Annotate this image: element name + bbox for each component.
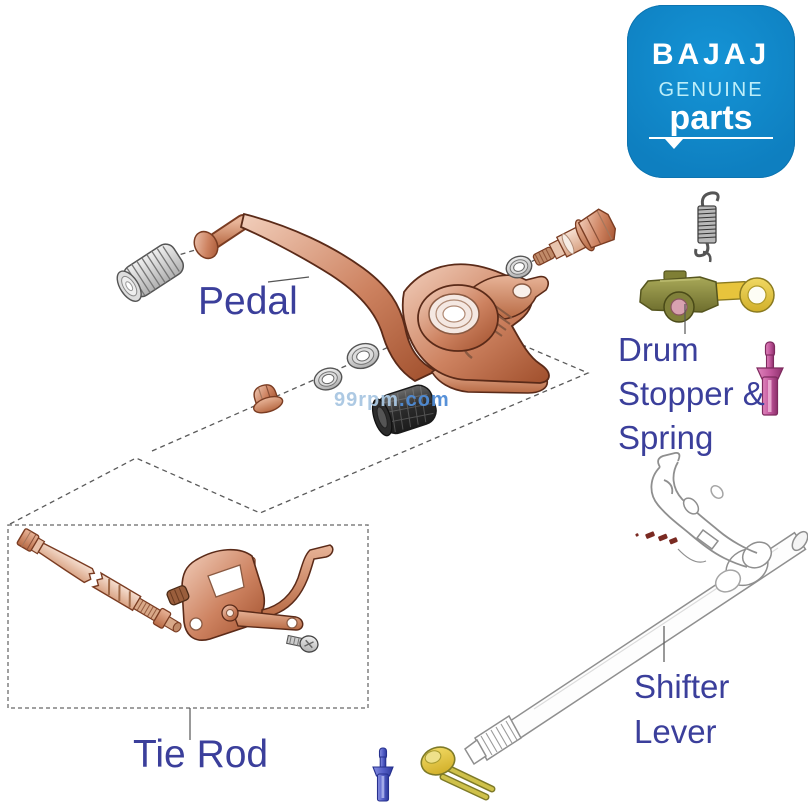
leader-lines [189,276,686,740]
logo-underline [649,137,773,139]
rubber-grip-part [116,243,185,302]
red-marks [635,531,678,545]
logo-parts-text: parts [669,99,753,137]
watermark-prefix: 99rpm [334,389,400,411]
logo-brand-text: BAJAJ [651,38,771,71]
tie-rod-boundary-box [7,524,369,709]
logo-arrow-down-icon [665,139,683,149]
drum-stopper-spring-label: Drum Stopper & Spring [618,328,765,460]
pivot-bolt-part [532,208,617,266]
yellow-clip-part [420,746,496,801]
shifter-lever-label: Shifter Lever [634,664,729,754]
tie-rod-part [16,528,182,633]
pivot-bracket-part [401,263,550,384]
logo-genuine-text: GENUINE [658,79,764,101]
washer-upper [505,255,533,279]
drum-stopper-label-line3: Spring [618,419,714,456]
shifter-label-line1: Shifter [634,668,730,705]
blue-adjuster-part [372,747,394,802]
washers-and-nut [253,255,533,414]
flange-nut [253,384,284,414]
bajaj-genuine-parts-logo: BAJAJ GENUINE parts [627,5,795,178]
watermark-suffix: .com [399,389,450,411]
bracket-screw [285,634,319,653]
drum-stopper-part [639,270,775,323]
red-marks-pointer [677,548,707,563]
pedal-label: Pedal [198,280,298,323]
tie-rod-label: Tie Rod [133,733,269,776]
tension-spring-part [694,191,720,263]
drum-stopper-label-line2: Stopper & [618,375,765,412]
drum-stopper-label-line1: Drum [618,331,699,368]
pink-adjuster-part [756,341,784,416]
tie-rod-bracket-part [166,544,334,653]
shifter-lever-part [464,452,808,766]
serrated-bushing-part [371,384,437,437]
watermark: 99rpm.com [334,389,450,412]
washer-small [313,367,343,391]
washer-medium [346,342,380,370]
shifter-label-line2: Lever [634,713,717,750]
